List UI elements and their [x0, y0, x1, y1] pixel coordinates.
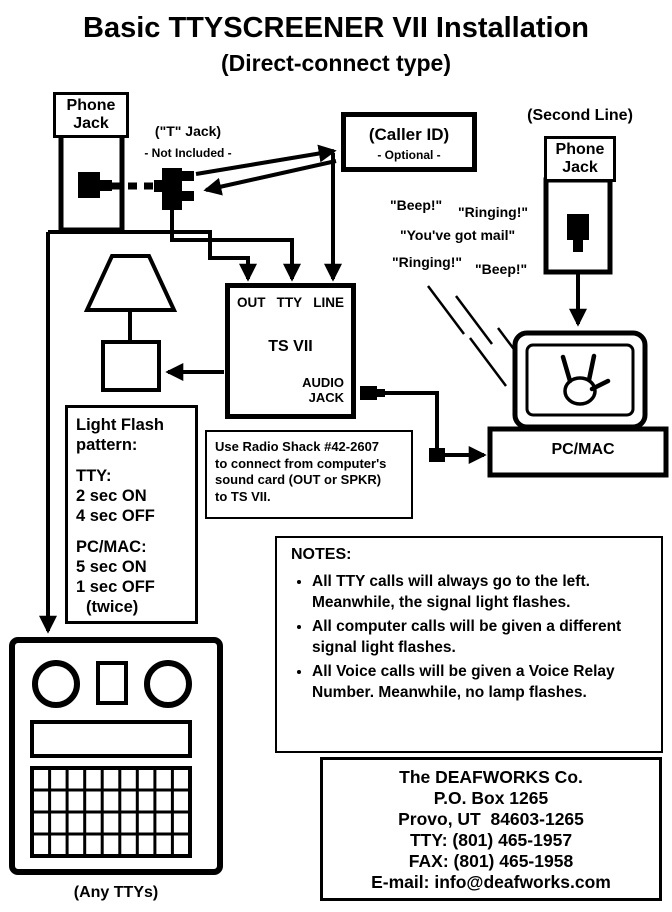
- note-item-tty-calls: All TTY calls will always go to the left…: [312, 571, 651, 613]
- page-subtitle: (Direct-connect type): [220, 50, 452, 76]
- pc-flash-off: 1 sec OFF: [76, 578, 155, 596]
- company-name: The DEAFWORKS Co.: [399, 767, 583, 787]
- phone-jack-right-label: Phone Jack: [544, 136, 616, 182]
- ts-vii-ports-row: OUT TTY LINE: [237, 295, 344, 310]
- city-line: Provo, UT 84603-1265: [398, 809, 584, 829]
- tty-flash-on: 2 sec ON: [76, 487, 147, 505]
- po-box-line: P.O. Box 1265: [433, 788, 549, 808]
- port-line-label: LINE: [313, 295, 344, 310]
- port-tty-label: TTY: [276, 295, 303, 310]
- notes-box: NOTES: All TTY calls will always go to t…: [275, 536, 663, 753]
- sound-text-ringing-2: "Ringing!": [392, 254, 463, 270]
- light-flash-heading: Light Flash pattern:: [76, 416, 164, 454]
- notes-heading: NOTES:: [291, 546, 352, 563]
- note-item-computer-calls: All computer calls will be given a diffe…: [312, 616, 651, 658]
- radio-shack-cable-note: Use Radio Shack #42-2607 to connect from…: [205, 430, 413, 519]
- page-title: Basic TTYSCREENER VII Installation: [83, 12, 589, 44]
- notes-list: All TTY calls will always go to the left…: [291, 571, 651, 703]
- sound-text-youve-got-mail: "You've got mail": [400, 227, 516, 243]
- deafworks-contact-box: The DEAFWORKS Co. P.O. Box 1265 Provo, U…: [320, 757, 662, 901]
- audio-cable-drawing: [360, 386, 487, 464]
- lamp-drawing: [83, 254, 178, 392]
- pc-flash-twice: (twice): [86, 598, 139, 616]
- pc-flash-label: PC/MAC:: [76, 538, 147, 556]
- t-jack-adapter-drawing: [154, 168, 194, 210]
- ts-vii-unit-box: OUT TTY LINE TS VII AUDIO JACK: [225, 283, 356, 419]
- sound-text-beep-2: "Beep!": [475, 261, 528, 277]
- fax-number: FAX: (801) 465-1958: [408, 851, 574, 871]
- tty-number: TTY: (801) 465-1957: [409, 830, 573, 850]
- t-jack-label: ("T" Jack): [154, 123, 222, 139]
- pc-flash-on: 5 sec ON: [76, 558, 147, 576]
- sound-text-ringing-1: "Ringing!": [458, 204, 529, 220]
- tty-flash-off: 4 sec OFF: [76, 507, 155, 525]
- ts-vii-name: TS VII: [268, 338, 313, 355]
- tty-device-drawing: [9, 637, 223, 875]
- connection-lines: [39, 144, 587, 634]
- note-item-voice-calls: All Voice calls will be given a Voice Re…: [312, 661, 651, 703]
- wall-jack-right-drawing: [543, 177, 613, 275]
- light-flash-pattern-box: Light Flash pattern: TTY: 2 sec ON 4 sec…: [65, 405, 198, 624]
- audio-jack-label: AUDIO JACK: [302, 375, 344, 405]
- any-ttys-label: (Any TTYs): [73, 884, 159, 901]
- email-line: E-mail: info@deafworks.com: [371, 872, 611, 892]
- second-line-label: (Second Line): [527, 107, 633, 124]
- t-jack-not-included-note: - Not Included -: [144, 146, 232, 160]
- computer-monitor-drawing: [487, 330, 669, 478]
- caller-id-label: (Caller ID): [368, 125, 450, 144]
- wall-jack-left-drawing: [58, 132, 125, 233]
- port-out-label: OUT: [237, 295, 266, 310]
- caller-id-optional-note: - Optional -: [377, 148, 441, 162]
- phone-jack-left-label: Phone Jack: [53, 92, 129, 138]
- caller-id-box: (Caller ID) - Optional -: [341, 112, 477, 172]
- tty-flash-label: TTY:: [76, 467, 112, 485]
- pc-mac-label: PC/MAC: [551, 441, 615, 458]
- ily-hand-icon: [560, 353, 611, 406]
- sound-text-beep-1: "Beep!": [390, 197, 443, 213]
